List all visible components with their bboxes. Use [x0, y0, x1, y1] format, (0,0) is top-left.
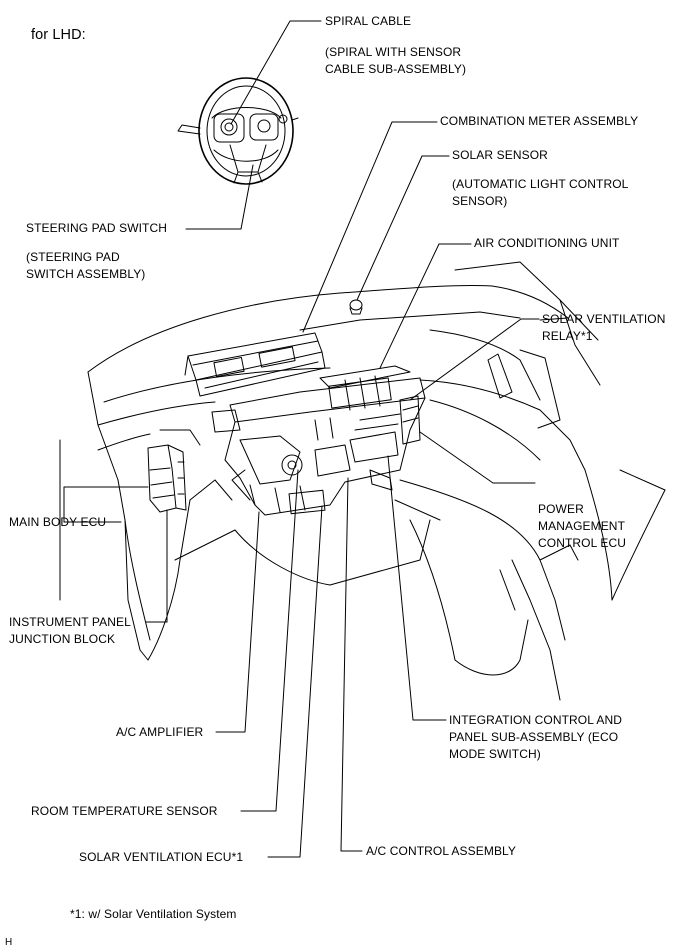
variant-label: for LHD:: [31, 27, 86, 43]
dashboard-illustration: [59, 261, 666, 701]
solar-ventilation-relay-illustration: [399, 395, 421, 445]
label-main-body-ecu: MAIN BODY ECU: [9, 515, 107, 529]
label-integration-control: INTEGRATION CONTROL AND PANEL SUB-ASSEMB…: [449, 713, 622, 761]
label-room-temperature-sensor: ROOM TEMPERATURE SENSOR: [31, 804, 218, 818]
label-combination-meter: COMBINATION METER ASSEMBLY: [440, 114, 639, 128]
air-conditioning-unit-illustration: [211, 365, 426, 516]
label-steering-pad-switch-sub: (STEERING PAD SWITCH ASSEMBLY): [26, 250, 146, 281]
label-ac-control-assembly: A/C CONTROL ASSEMBLY: [366, 844, 517, 858]
steering-wheel-illustration: [177, 77, 299, 185]
label-ac-amplifier: A/C AMPLIFIER: [116, 725, 204, 739]
footnote: *1: w/ Solar Ventilation System: [70, 907, 237, 921]
solar-sensor-illustration: [349, 299, 363, 315]
label-solar-ventilation-relay: SOLAR VENTILATION RELAY*1: [542, 312, 666, 343]
combination-meter-illustration: [184, 332, 326, 397]
label-solar-sensor: SOLAR SENSOR: [452, 148, 548, 162]
label-solar-ventilation-ecu: SOLAR VENTILATION ECU*1: [79, 850, 244, 864]
label-instrument-panel-junction-block: INSTRUMENT PANEL JUNCTION BLOCK: [9, 615, 131, 646]
label-spiral-cable-sub: (SPIRAL WITH SENSOR CABLE SUB-ASSEMBLY): [325, 45, 467, 76]
main-body-ecu-illustration: [147, 444, 187, 513]
label-solar-sensor-sub: (AUTOMATIC LIGHT CONTROL SENSOR): [452, 177, 629, 208]
leader-lines: [63, 20, 540, 858]
corner-mark: H: [5, 937, 13, 948]
label-air-conditioning-unit: AIR CONDITIONING UNIT: [474, 236, 620, 250]
label-spiral-cable: SPIRAL CABLE: [325, 14, 412, 28]
label-steering-pad-switch: STEERING PAD SWITCH: [26, 221, 168, 235]
label-power-management-ecu: POWER MANAGEMENT CONTROL ECU: [538, 502, 626, 550]
